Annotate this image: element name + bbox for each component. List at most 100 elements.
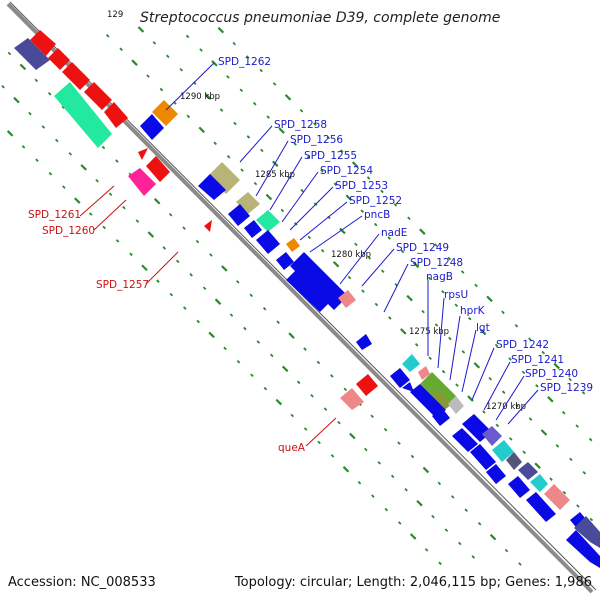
tick-mark [458,541,462,546]
tick-mark [152,41,157,45]
gene-purple-2[interactable] [506,452,522,470]
gene-grey[interactable] [448,396,464,414]
tick-mark [141,264,148,272]
gene-salmon-2[interactable] [418,366,430,380]
gene-blue-15[interactable] [452,428,478,452]
tick-mark [534,462,541,469]
gene-salmon-1[interactable] [338,290,356,308]
gene-mint[interactable] [54,82,112,148]
label-spd1256[interactable]: SPD_1256 [290,134,343,146]
gene-blue-10[interactable] [390,368,410,388]
gene-blue-7[interactable] [290,252,348,310]
tick-mark [400,249,405,254]
gene-queA-salmon[interactable] [340,388,364,410]
label-pncB[interactable]: pncB [364,209,390,221]
tick-mark [41,125,46,129]
gene-red-3[interactable] [62,62,90,90]
gene-orange[interactable] [152,100,178,126]
gene-blue-11[interactable] [402,382,414,392]
tick-mark [589,517,594,522]
label-spd1254[interactable]: SPD_1254 [320,165,373,177]
label-spd1260[interactable]: SPD_1260 [42,225,95,237]
tick-mark [119,47,123,52]
tick-mark [569,457,573,462]
tick-mark [339,227,346,235]
gene-blue-17[interactable] [486,464,506,484]
label-spd1242[interactable]: SPD_1242 [496,339,549,351]
gene-teal-1[interactable] [256,210,280,232]
gene-red-2[interactable] [48,48,70,70]
label-hprK[interactable]: hprK [460,305,486,317]
label-spd1241[interactable]: SPD_1241 [511,354,564,366]
tick-mark [414,343,419,347]
gene-blue-9[interactable] [356,334,372,350]
gene-blue-5[interactable] [256,230,280,254]
gene-olive[interactable] [428,390,452,412]
gene-orange-small[interactable] [286,238,300,252]
label-spd1252[interactable]: SPD_1252 [349,195,402,207]
gene-blue-1[interactable] [140,114,164,140]
tick-mark [441,290,445,294]
gene-blue-6[interactable] [276,252,294,270]
label-spd1255[interactable]: SPD_1255 [304,150,357,162]
gene-red-1[interactable] [30,30,56,56]
gene-purple-3[interactable] [518,462,538,480]
gene-cyan-3[interactable] [530,474,548,492]
gene-blue-8[interactable] [286,270,330,312]
tick-mark [182,226,186,230]
gene-blue-3[interactable] [228,204,250,226]
gene-queA-red[interactable] [356,374,378,396]
tick-mark [518,562,522,566]
gene-cyan-1[interactable] [402,354,420,372]
tick-mark [162,246,167,250]
label-nagB[interactable]: nagB [426,271,453,283]
gene-khaki-1[interactable] [208,162,240,194]
tick-mark [204,93,212,100]
tick-mark [333,182,338,187]
label-spd1239[interactable]: SPD_1239 [540,382,593,394]
gene-blue-21[interactable] [566,530,600,568]
gene-blue-13[interactable] [432,408,450,426]
kbp-1280: 1280 kbp [331,250,371,260]
gene-purple-4[interactable] [574,516,600,548]
tick-mark [296,380,301,385]
label-rpsU[interactable]: rpsU [444,289,468,301]
tick-mark [288,332,295,339]
label-nadE[interactable]: nadE [381,227,407,239]
gene-pink[interactable] [128,168,156,196]
gene-red-6[interactable] [146,156,170,182]
label-spd1253[interactable]: SPD_1253 [335,180,388,192]
label-spd1240[interactable]: SPD_1240 [525,368,578,380]
gene-red-4[interactable] [84,82,112,110]
gene-spd1262-region-purple[interactable] [14,38,50,70]
label-spd1262[interactable]: SPD_1262 [218,56,271,68]
label-spd1249[interactable]: SPD_1249 [396,242,449,254]
gene-blue-2[interactable] [198,174,226,200]
tick-mark [400,328,407,335]
gene-blue-4[interactable] [244,220,262,238]
gene-blue-16[interactable] [470,444,496,470]
gene-blue-12[interactable] [410,384,446,418]
tick-mark [303,347,307,351]
gene-red-5[interactable] [104,102,128,128]
tick-mark [313,122,317,126]
label-lgt[interactable]: lgt [476,322,490,334]
tick-mark [272,82,277,86]
tick-mark [343,387,348,392]
tick-mark [461,350,466,354]
gene-blue-19[interactable] [526,492,556,522]
gene-purple-1[interactable] [482,426,502,446]
gene-khaki-2[interactable] [236,192,260,214]
gene-red-small-arrow[interactable] [138,148,148,160]
label-spd1261[interactable]: SPD_1261 [28,209,81,221]
label-queA[interactable]: queA [278,442,306,454]
label-spd1248[interactable]: SPD_1248 [410,257,463,269]
gene-salmon-3[interactable] [544,484,570,510]
gene-cyan-2[interactable] [492,440,514,462]
tick-mark [185,34,190,39]
label-spd1257[interactable]: SPD_1257 [96,279,149,291]
gene-blue-18[interactable] [508,476,530,498]
label-spd1258[interactable]: SPD_1258 [274,119,327,131]
gene-red-tiny[interactable] [204,220,212,232]
tick-mark [488,376,493,381]
